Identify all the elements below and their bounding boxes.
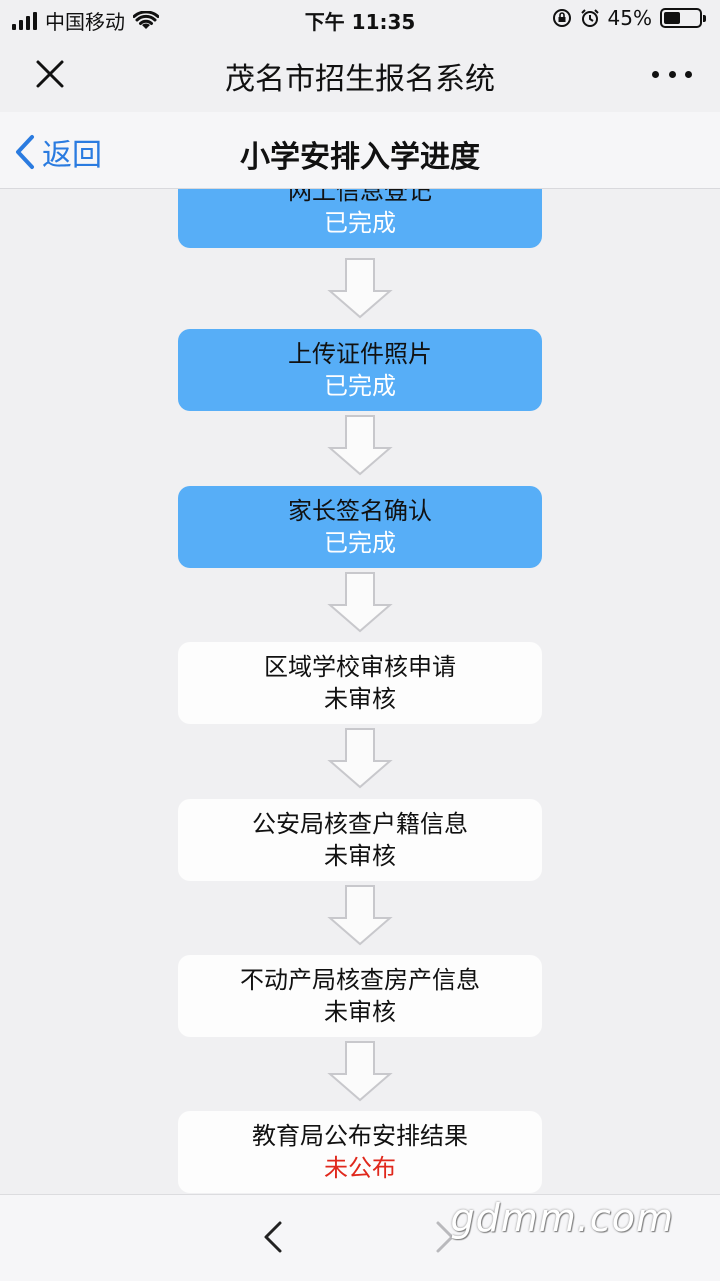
step-status: 未公布 bbox=[324, 1154, 396, 1182]
step-name: 区域学校审核申请 bbox=[264, 653, 456, 681]
rotation-lock-icon bbox=[552, 9, 571, 27]
browser-bottom-bar bbox=[0, 1194, 720, 1281]
back-label: 返回 bbox=[42, 138, 102, 173]
step-card: 教育局公布安排结果 未公布 bbox=[178, 1111, 542, 1193]
step-name: 不动产局核查房产信息 bbox=[240, 966, 480, 994]
battery-percent: 45% bbox=[607, 6, 652, 30]
status-right: 45% bbox=[552, 6, 706, 30]
step-card: 上传证件照片 已完成 bbox=[178, 329, 542, 411]
status-bar: 中国移动 下午 11:35 45% bbox=[0, 0, 720, 36]
browser-forward-icon[interactable] bbox=[430, 1219, 460, 1255]
down-arrow-icon bbox=[327, 885, 393, 946]
down-arrow-icon bbox=[327, 258, 393, 319]
status-left: 中国移动 bbox=[12, 6, 159, 35]
step-card: 家长签名确认 已完成 bbox=[178, 486, 542, 568]
step-card: 公安局核查户籍信息 未审核 bbox=[178, 799, 542, 881]
step-status: 未审核 bbox=[324, 998, 396, 1026]
chevron-left-icon bbox=[16, 135, 34, 169]
back-button[interactable]: 返回 bbox=[14, 130, 102, 174]
more-options-icon[interactable] bbox=[652, 56, 692, 92]
page-title: 小学安排入学进度 bbox=[240, 140, 480, 175]
down-arrow-icon bbox=[327, 572, 393, 633]
step-status: 已完成 bbox=[324, 372, 396, 400]
watermark: gdmm.com bbox=[450, 1196, 674, 1240]
step-status: 未审核 bbox=[324, 842, 396, 870]
step-status: 已完成 bbox=[324, 209, 396, 237]
app-title-bar: 茂名市招生报名系统 bbox=[0, 36, 720, 112]
step-status: 未审核 bbox=[324, 685, 396, 713]
wifi-icon bbox=[133, 10, 159, 29]
down-arrow-icon bbox=[327, 1041, 393, 1102]
app-title: 茂名市招生报名系统 bbox=[225, 62, 495, 97]
step-card: 网上信息登记 已完成 bbox=[178, 189, 542, 248]
close-icon[interactable] bbox=[30, 54, 70, 94]
step-card: 区域学校审核申请 未审核 bbox=[178, 642, 542, 724]
signal-icon bbox=[12, 11, 37, 30]
clock-time: 下午 11:35 bbox=[304, 10, 416, 34]
step-status: 已完成 bbox=[324, 529, 396, 557]
down-arrow-icon bbox=[327, 415, 393, 476]
step-name: 网上信息登记 bbox=[288, 189, 432, 205]
alarm-icon bbox=[580, 9, 599, 27]
step-name: 家长签名确认 bbox=[288, 497, 432, 525]
battery-icon bbox=[660, 8, 706, 28]
down-arrow-icon bbox=[327, 728, 393, 789]
step-card: 不动产局核查房产信息 未审核 bbox=[178, 955, 542, 1037]
step-name: 教育局公布安排结果 bbox=[252, 1122, 468, 1150]
page-nav-bar: 返回 小学安排入学进度 bbox=[0, 112, 720, 189]
carrier-label: 中国移动 bbox=[45, 10, 125, 34]
browser-back-icon[interactable] bbox=[258, 1219, 288, 1255]
progress-list: 网上信息登记 已完成 上传证件照片 已完成 家长签名确认 已完成 区域学校审核申… bbox=[0, 189, 720, 1194]
step-name: 公安局核查户籍信息 bbox=[252, 810, 468, 838]
step-name: 上传证件照片 bbox=[288, 340, 432, 368]
